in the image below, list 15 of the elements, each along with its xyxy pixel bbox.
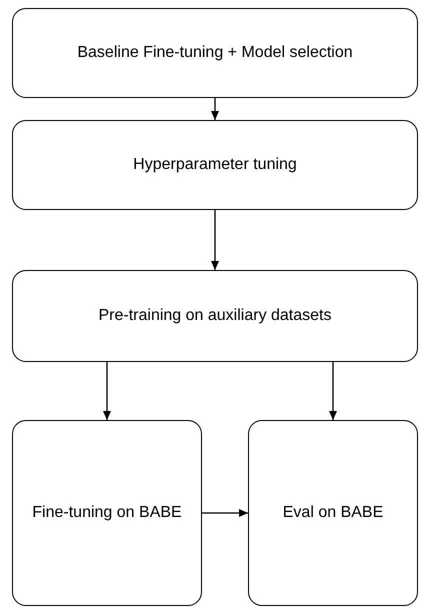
box-label: Pre-training on auxiliary datasets (98, 306, 332, 326)
arrow (211, 98, 219, 120)
process-box (12, 420, 202, 606)
arrow (202, 509, 248, 517)
box-label: Hyperparameter tuning (133, 155, 297, 175)
process-box (12, 120, 418, 210)
box-label: Fine-tuning on BABE (32, 503, 182, 523)
process-box (12, 270, 418, 362)
arrow (329, 362, 337, 420)
process-box (12, 8, 418, 98)
arrow (211, 210, 219, 270)
arrow (103, 362, 111, 420)
process-box (248, 420, 418, 606)
box-label: Baseline Fine-tuning + Model selection (77, 43, 353, 63)
box-label: Eval on BABE (282, 503, 384, 523)
